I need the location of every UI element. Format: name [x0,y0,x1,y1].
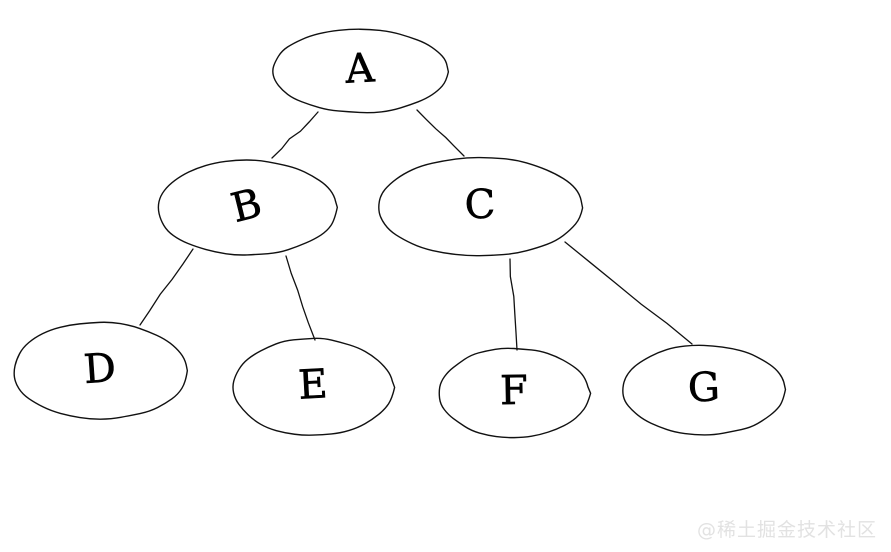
node-b-ellipse [157,159,339,256]
nodes-layer: A B C D E F G [13,28,787,439]
edges-layer [139,109,693,351]
node-g-label: G [687,364,721,411]
watermark-text: @稀土掘金技术社区 [696,519,877,541]
node-e[interactable]: E [232,337,396,436]
node-e-label: E [297,361,329,408]
node-c[interactable]: C [378,156,584,257]
node-d[interactable]: D [13,321,189,420]
edge-b-d [139,248,194,326]
edge-b-e [285,255,316,341]
node-b[interactable]: B [157,159,339,256]
node-c-ellipse [378,156,584,257]
node-d-ellipse [13,321,189,420]
node-g-ellipse [622,344,787,436]
edge-a-c [416,109,465,157]
edge-c-f [509,258,518,351]
node-a-label: A [343,45,376,93]
node-f[interactable]: F [438,347,592,439]
node-g[interactable]: G [622,344,787,436]
node-a[interactable]: A [272,28,450,114]
node-f-ellipse [438,347,592,439]
node-f-label: F [500,368,529,414]
node-e-ellipse [232,337,396,436]
node-b-label: B [227,180,267,232]
node-d-label: D [82,345,117,393]
edge-c-g [564,241,693,345]
node-c-label: C [464,181,496,228]
edge-a-b [271,111,319,159]
node-a-ellipse [272,28,450,114]
